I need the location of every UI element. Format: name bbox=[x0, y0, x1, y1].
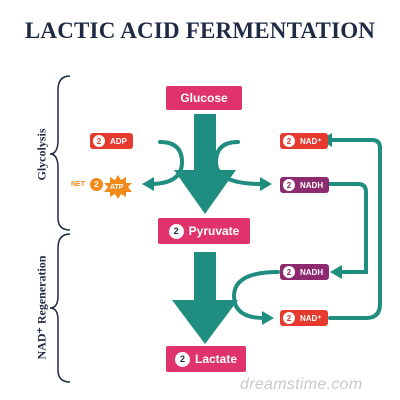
lactate-box: 2 Lactate bbox=[166, 346, 246, 372]
arrowhead-atp bbox=[142, 177, 154, 191]
regeneration-bracket bbox=[49, 233, 71, 383]
pyruvate-count: 2 bbox=[168, 223, 184, 239]
nad-recycle-arrow bbox=[328, 138, 382, 320]
atp-net-label: NET bbox=[71, 181, 85, 188]
atp-label: ATP bbox=[110, 184, 124, 191]
atp-count: 2 bbox=[90, 178, 103, 191]
adp-label: ADP bbox=[110, 136, 127, 146]
nadh-transfer-arrow bbox=[318, 182, 368, 274]
glucose-box: Glucose bbox=[166, 86, 242, 110]
nad-top-count: 2 bbox=[283, 135, 295, 147]
nad-bottom-count: 2 bbox=[283, 312, 295, 324]
nad-top-pill: 2 NAD⁺ bbox=[280, 133, 328, 149]
nadh-bottom-label: NADH bbox=[300, 267, 324, 277]
nad-regeneration-label: NAD⁺ Regeneration bbox=[34, 255, 49, 360]
nadh-bottom-pill: 2 NADH bbox=[280, 264, 330, 280]
nadh-top-label: NADH bbox=[300, 180, 324, 190]
adp-pill: 2 ADP bbox=[90, 133, 133, 149]
nad-bottom-label: NAD⁺ bbox=[300, 313, 322, 323]
arrowhead-nad-bottom bbox=[262, 311, 274, 325]
watermark: dreamstime.com bbox=[240, 376, 363, 393]
glucose-to-pyruvate-arrow bbox=[174, 114, 236, 214]
lactate-count: 2 bbox=[174, 351, 190, 367]
adp-count: 2 bbox=[93, 135, 105, 147]
nadh-to-nad-arrow bbox=[231, 270, 280, 320]
pyruvate-to-lactate-arrow bbox=[172, 252, 238, 344]
nadh-top-count: 2 bbox=[283, 179, 295, 191]
nadh-bottom-count: 2 bbox=[283, 266, 295, 278]
glycolysis-label: Glycolysis bbox=[34, 128, 49, 181]
glucose-label: Glucose bbox=[180, 91, 228, 105]
nadh-top-pill: 2 NADH bbox=[280, 177, 330, 193]
nad-top-label: NAD⁺ bbox=[300, 136, 322, 146]
arrowhead-nadh bbox=[260, 177, 272, 191]
pyruvate-label: Pyruvate bbox=[188, 224, 240, 238]
pyruvate-box: 2 Pyruvate bbox=[158, 218, 250, 244]
arrowhead-nadh-bottom bbox=[330, 265, 342, 279]
diagram-title: LACTIC ACID FERMENTATION bbox=[24, 18, 376, 43]
adp-to-atp-arrow bbox=[148, 140, 185, 186]
lactate-label: Lactate bbox=[194, 352, 238, 366]
glycolysis-bracket bbox=[49, 75, 71, 231]
atp-burst-shape bbox=[104, 175, 132, 199]
nad-bottom-pill: 2 NAD⁺ bbox=[280, 310, 328, 326]
